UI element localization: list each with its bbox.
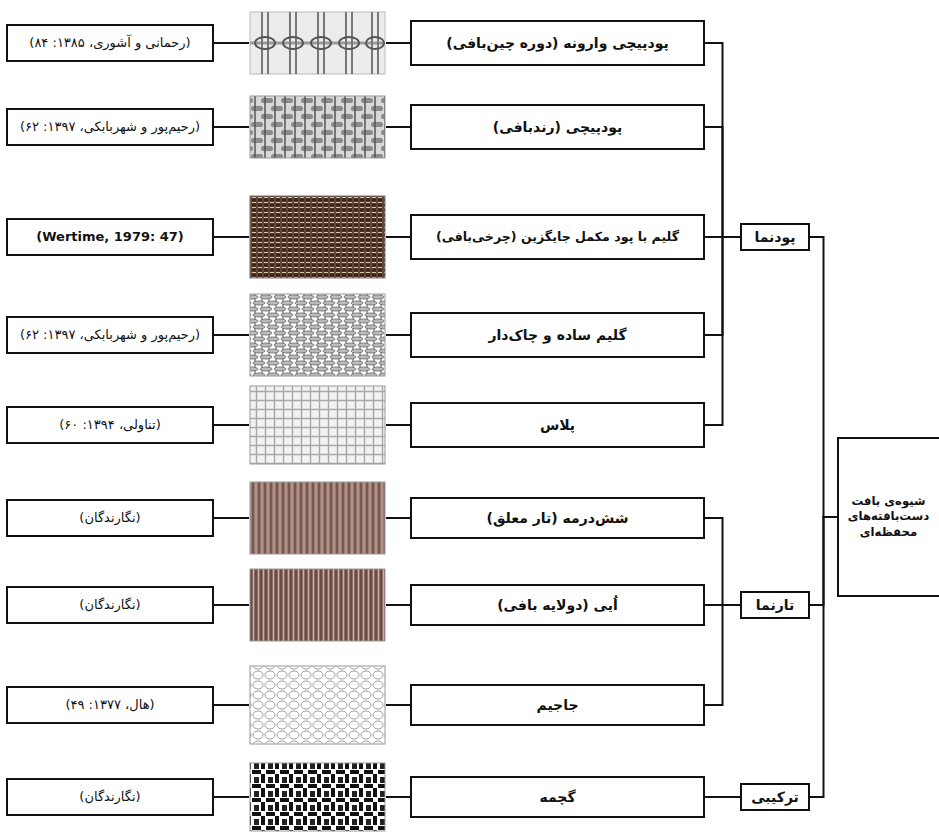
connector-line	[705, 518, 740, 605]
source-box: (رحمانی و آشوری، ۱۳۸۵: ۸۴)	[6, 24, 214, 62]
node-text: پودپیچی (رندبافی)	[493, 118, 622, 136]
weave-swatch	[250, 569, 385, 641]
source-box: (رحیم‌پور و شهربابکی، ۱۳۹۷: ۶۲)	[6, 108, 214, 146]
node-text: (نگارندگان)	[79, 510, 140, 527]
technique-box: پلاس	[410, 402, 705, 448]
weave-swatch	[250, 294, 385, 376]
soumak-illustration	[250, 12, 385, 74]
node-text: (Wertime, 1979: 47)	[36, 229, 183, 246]
source-box: (هال، ۱۳۷۷: ۴۹)	[6, 686, 214, 724]
weave-swatch	[250, 666, 385, 744]
weft-wrap	[366, 37, 384, 49]
node-text: پلاس	[540, 416, 575, 434]
weave-swatch	[250, 763, 385, 831]
connector-line	[214, 424, 410, 426]
technique-box: پودپیچی (رندبافی)	[410, 104, 705, 150]
connector-line	[705, 237, 740, 425]
illustration-ground	[250, 12, 385, 74]
node-text: (نگارندگان)	[79, 789, 140, 806]
category-box: ترکیبی	[740, 783, 810, 811]
node-text: اُیی (دولایه بافی)	[497, 596, 618, 614]
node-text: (رحیم‌پور و شهربابکی، ۱۳۹۷: ۶۲)	[20, 327, 200, 344]
node-text: ترکیبی	[751, 788, 799, 806]
node-text: پودپیچی وارونه (دوره چین‌بافی)	[446, 34, 668, 52]
node-text: گلیم با پود مکمل جایگزین (چرخی‌بافی)	[436, 229, 679, 245]
technique-box: گچمه	[410, 776, 705, 818]
node-text: جاجیم	[536, 696, 578, 714]
connector-line	[214, 704, 410, 706]
source-box: (تناولی، ۱۳۹۴: ۶۰)	[6, 406, 214, 444]
connector-line	[214, 236, 410, 238]
node-text: تارنما	[756, 596, 794, 614]
node-text: (تناولی، ۱۳۹۴: ۶۰)	[59, 417, 160, 434]
weft-wrap	[255, 37, 275, 49]
source-box: (نگارندگان)	[6, 586, 214, 624]
node-text: (نگارندگان)	[79, 597, 140, 614]
connector-line	[810, 517, 837, 797]
connector-line	[705, 43, 740, 237]
weave-swatch	[250, 482, 385, 554]
connector-line	[705, 127, 740, 237]
source-box: (Wertime, 1979: 47)	[6, 218, 214, 256]
source-box: (نگارندگان)	[6, 499, 214, 537]
source-box: (نگارندگان)	[6, 778, 214, 816]
technique-box: گلیم ساده و چاک‌دار	[410, 312, 705, 358]
category-box: پودنما	[740, 223, 810, 251]
connector-line	[214, 42, 410, 44]
node-text: (رحیم‌پور و شهربابکی، ۱۳۹۷: ۶۲)	[20, 119, 200, 136]
connector-line	[214, 517, 410, 519]
node-text: گچمه	[539, 788, 575, 806]
weft-wrap	[283, 37, 303, 49]
technique-box: پودپیچی وارونه (دوره چین‌بافی)	[410, 20, 705, 66]
connector-line	[214, 126, 410, 128]
technique-box: جاجیم	[410, 684, 705, 726]
connector-line	[214, 796, 410, 798]
weft-wrap	[311, 37, 331, 49]
category-box: تارنما	[740, 591, 810, 619]
technique-box: گلیم با پود مکمل جایگزین (چرخی‌بافی)	[410, 214, 705, 260]
source-box: (رحیم‌پور و شهربابکی، ۱۳۹۷: ۶۲)	[6, 316, 214, 354]
node-text: شیوه‌ی بافت دست‌بافته‌های محفظه‌ای	[845, 494, 932, 540]
weave-swatch	[250, 196, 385, 278]
connector-line	[705, 605, 740, 705]
weft-wrap	[339, 37, 359, 49]
connector-line	[705, 796, 740, 798]
connector-line	[214, 604, 410, 606]
root-box: شیوه‌ی بافت دست‌بافته‌های محفظه‌ای	[837, 437, 939, 597]
node-text: شش‌درمه (تار معلق)	[487, 509, 629, 527]
node-text: (هال، ۱۳۷۷: ۴۹)	[65, 697, 154, 714]
warp-lines	[262, 12, 378, 74]
weave-swatch	[250, 96, 385, 158]
connector-line	[810, 237, 837, 517]
node-text: (رحمانی و آشوری، ۱۳۸۵: ۸۴)	[29, 35, 190, 52]
node-text: پودنما	[754, 228, 795, 246]
connector-line	[214, 334, 410, 336]
technique-box: شش‌درمه (تار معلق)	[410, 497, 705, 539]
node-text: گلیم ساده و چاک‌دار	[488, 326, 626, 344]
technique-box: اُیی (دولایه بافی)	[410, 584, 705, 626]
weave-swatch	[250, 386, 385, 464]
